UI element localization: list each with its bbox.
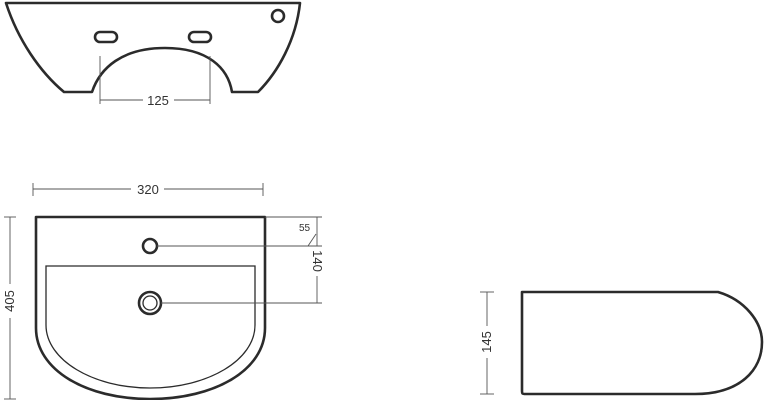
back-view-outline bbox=[4, 1, 302, 94]
mounting-slot-left bbox=[93, 30, 119, 44]
dim-55-leader bbox=[307, 233, 317, 247]
side-view-outline bbox=[520, 290, 764, 396]
dim-55-label: 55 bbox=[299, 223, 311, 234]
dim-125-label: 125 bbox=[147, 93, 169, 108]
back-view: 125 bbox=[4, 1, 302, 108]
top-view-outer bbox=[34, 215, 267, 400]
top-view: 320 405 55 140 bbox=[2, 182, 325, 400]
dim-405-label: 405 bbox=[2, 290, 17, 312]
overflow-hole bbox=[270, 8, 286, 24]
waste-outlet-inner bbox=[142, 295, 158, 311]
dim-145-label: 145 bbox=[479, 331, 494, 353]
top-view-bowl bbox=[45, 265, 256, 389]
mounting-slot-right bbox=[187, 30, 213, 44]
dim-320-label: 320 bbox=[137, 182, 159, 197]
dim-140-label: 140 bbox=[310, 250, 325, 272]
side-view: 145 bbox=[479, 290, 764, 396]
tap-hole bbox=[141, 237, 159, 255]
waste-outlet-outer bbox=[137, 290, 163, 316]
